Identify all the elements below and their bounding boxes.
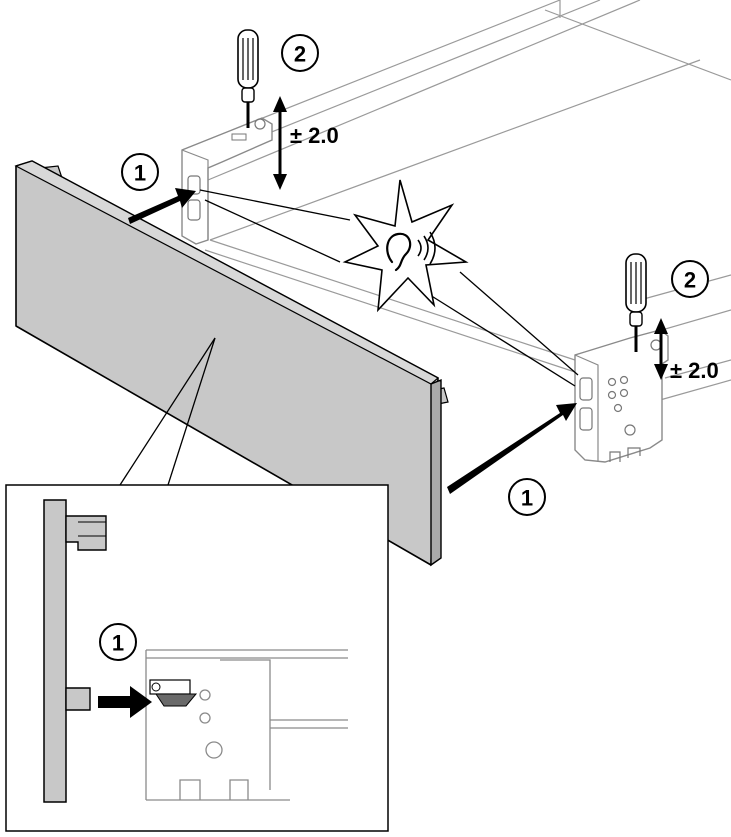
callout-step2-right: 2 [671,260,709,298]
detail-leader [119,337,216,486]
screwdriver-icon [625,253,647,352]
double-arrow-icon [273,96,287,190]
front-panel [14,160,449,567]
svg-text:2: 2 [294,42,306,67]
ear-icon [386,232,412,272]
insert-arrow-left [128,188,196,224]
callout-step1-detail-label: 1 [112,631,124,656]
svg-text:1: 1 [134,161,146,186]
click-burst [199,179,579,387]
right-front-fitting [574,329,669,463]
detail-inset: 1 [5,484,389,832]
screwdriver-icon [237,29,259,128]
left-front-fitting [181,117,273,245]
adjust-label-right: ± 2.0 [670,358,719,383]
insert-arrow-right [447,403,577,494]
callout-step1-detail [99,623,137,661]
callout-step1-right: 1 [508,478,546,516]
callout-step2-left: 2 [281,34,319,72]
callout-step1-left: 1 [121,153,159,191]
svg-text:2: 2 [684,268,696,293]
double-arrow-icon [654,318,668,380]
push-arrow-icon [98,686,152,718]
svg-text:1: 1 [521,486,533,511]
click-sound-icon [417,231,436,265]
adjust-label-left: ± 2.0 [290,123,339,148]
